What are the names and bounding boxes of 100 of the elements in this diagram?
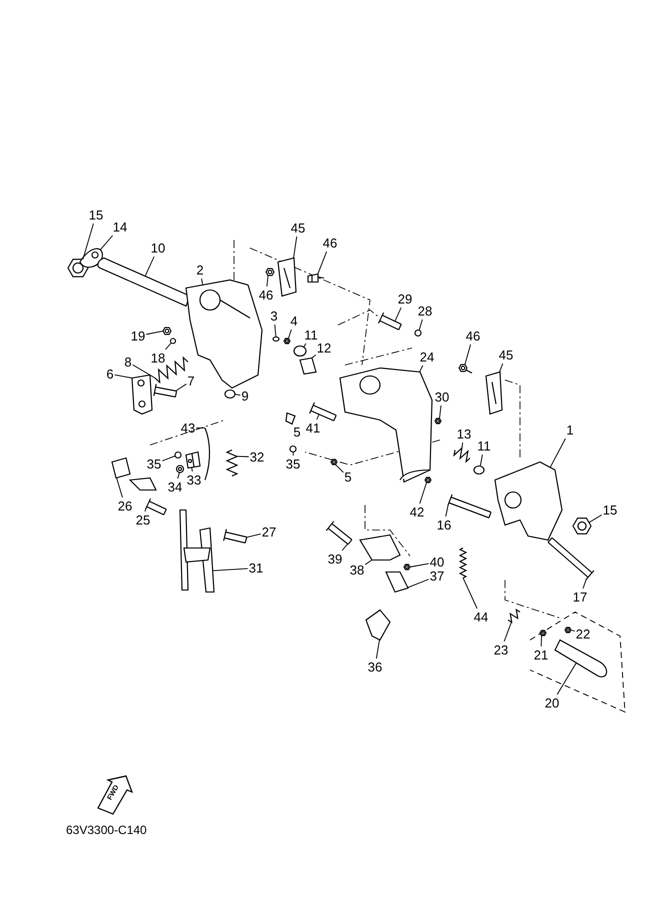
plate-drawing [385, 571, 409, 593]
leader-line [144, 256, 155, 277]
callout-number: 15 [88, 208, 104, 222]
leader-line [162, 456, 176, 462]
callout-number: 22 [576, 626, 590, 642]
leader-line [100, 235, 114, 250]
leader-line [364, 560, 372, 565]
callout-number: 36 [368, 660, 382, 674]
grip-drawing [111, 457, 131, 479]
callout-number: 25 [136, 512, 150, 528]
leader-line [540, 635, 542, 647]
nut-drawing [424, 476, 432, 484]
pin-drawing [378, 312, 402, 330]
bolt-drawing [458, 364, 472, 374]
callout-number: 45 [498, 348, 514, 362]
pin-drawing [223, 528, 248, 544]
washer-drawing [293, 345, 307, 357]
callout-number: 23 [494, 642, 508, 658]
callout-number: 1 [566, 422, 574, 438]
leader-line [419, 482, 427, 504]
callout-number: 46 [258, 288, 274, 302]
leader-line [191, 466, 193, 472]
callout-number: 9 [241, 388, 249, 404]
leader-line [410, 563, 430, 568]
callout-number: 29 [398, 292, 412, 306]
collar-drawing [299, 357, 317, 375]
callout-number: 27 [262, 524, 276, 540]
lever-drawing [131, 374, 153, 415]
bolt-drawing [326, 520, 352, 545]
link-drawing [485, 371, 503, 415]
leader-line [445, 504, 449, 517]
leader-line [266, 275, 268, 287]
leader-line [464, 344, 472, 365]
callout-number: 5 [293, 424, 301, 440]
leader-line [293, 236, 298, 259]
callout-number: 28 [418, 304, 432, 318]
plate-drawing [359, 534, 401, 561]
leader-line [177, 472, 180, 479]
screw-drawing [330, 458, 338, 466]
nut-drawing [539, 630, 547, 636]
leader-line [439, 405, 442, 419]
leader-line [316, 414, 320, 420]
spring-drawing [226, 449, 238, 477]
callout-number: 37 [430, 568, 444, 584]
bolt-drawing [307, 273, 324, 283]
leader-line [394, 307, 402, 322]
callout-number: 46 [466, 328, 480, 344]
callout-number: 34 [168, 480, 182, 494]
leader-line [335, 464, 344, 473]
callout-number: 32 [250, 450, 264, 464]
leader-line [499, 363, 504, 373]
callout-number: 8 [124, 354, 132, 370]
leader-line [570, 630, 576, 632]
leader-line [132, 364, 156, 378]
callout-number: 35 [146, 456, 162, 472]
leader-line [116, 477, 123, 498]
pin-drawing [309, 402, 337, 422]
callout-number: 45 [290, 220, 306, 236]
nut-drawing [572, 518, 592, 534]
fork-lever-drawing [179, 509, 215, 593]
clip-drawing [174, 451, 182, 459]
nut-drawing [176, 464, 184, 474]
leader-line [164, 342, 172, 350]
washer-drawing [473, 465, 485, 475]
nut-drawing [162, 326, 172, 336]
leader-line [144, 508, 146, 512]
leader-line [550, 438, 566, 468]
leader-line [582, 578, 587, 589]
bolt-drawing [547, 537, 594, 580]
link-drawing [277, 257, 297, 297]
leader-line [234, 394, 241, 396]
callout-number: 31 [248, 560, 264, 576]
callout-number: 42 [410, 504, 424, 520]
leader-line [342, 544, 348, 551]
screw-drawing [283, 338, 291, 344]
callout-number: 11 [477, 438, 491, 454]
callout-number: 46 [322, 236, 338, 250]
callout-number: 11 [304, 328, 318, 342]
callout-number: 7 [187, 374, 195, 388]
callout-number: 20 [544, 696, 560, 710]
leader-line [175, 384, 187, 392]
callout-number: 16 [436, 518, 452, 532]
bracket-drawing [494, 461, 563, 541]
clip-drawing [414, 329, 422, 337]
callout-number: 6 [106, 366, 114, 382]
callout-number: 33 [186, 472, 202, 488]
leader-line [556, 662, 577, 695]
leader-line [419, 365, 424, 372]
callout-number: 5 [344, 470, 352, 484]
callout-number: 35 [286, 456, 300, 472]
swivel-bracket-drawing [339, 367, 433, 483]
leader-line [236, 456, 250, 458]
bushing-drawing [507, 608, 521, 624]
bushing-drawing [224, 389, 236, 399]
leader-line [288, 329, 292, 339]
callout-number: 12 [316, 340, 332, 356]
callout-number: 17 [572, 590, 588, 604]
nut-drawing [403, 564, 411, 570]
clip-drawing [289, 445, 297, 453]
callout-number: 30 [434, 390, 450, 404]
